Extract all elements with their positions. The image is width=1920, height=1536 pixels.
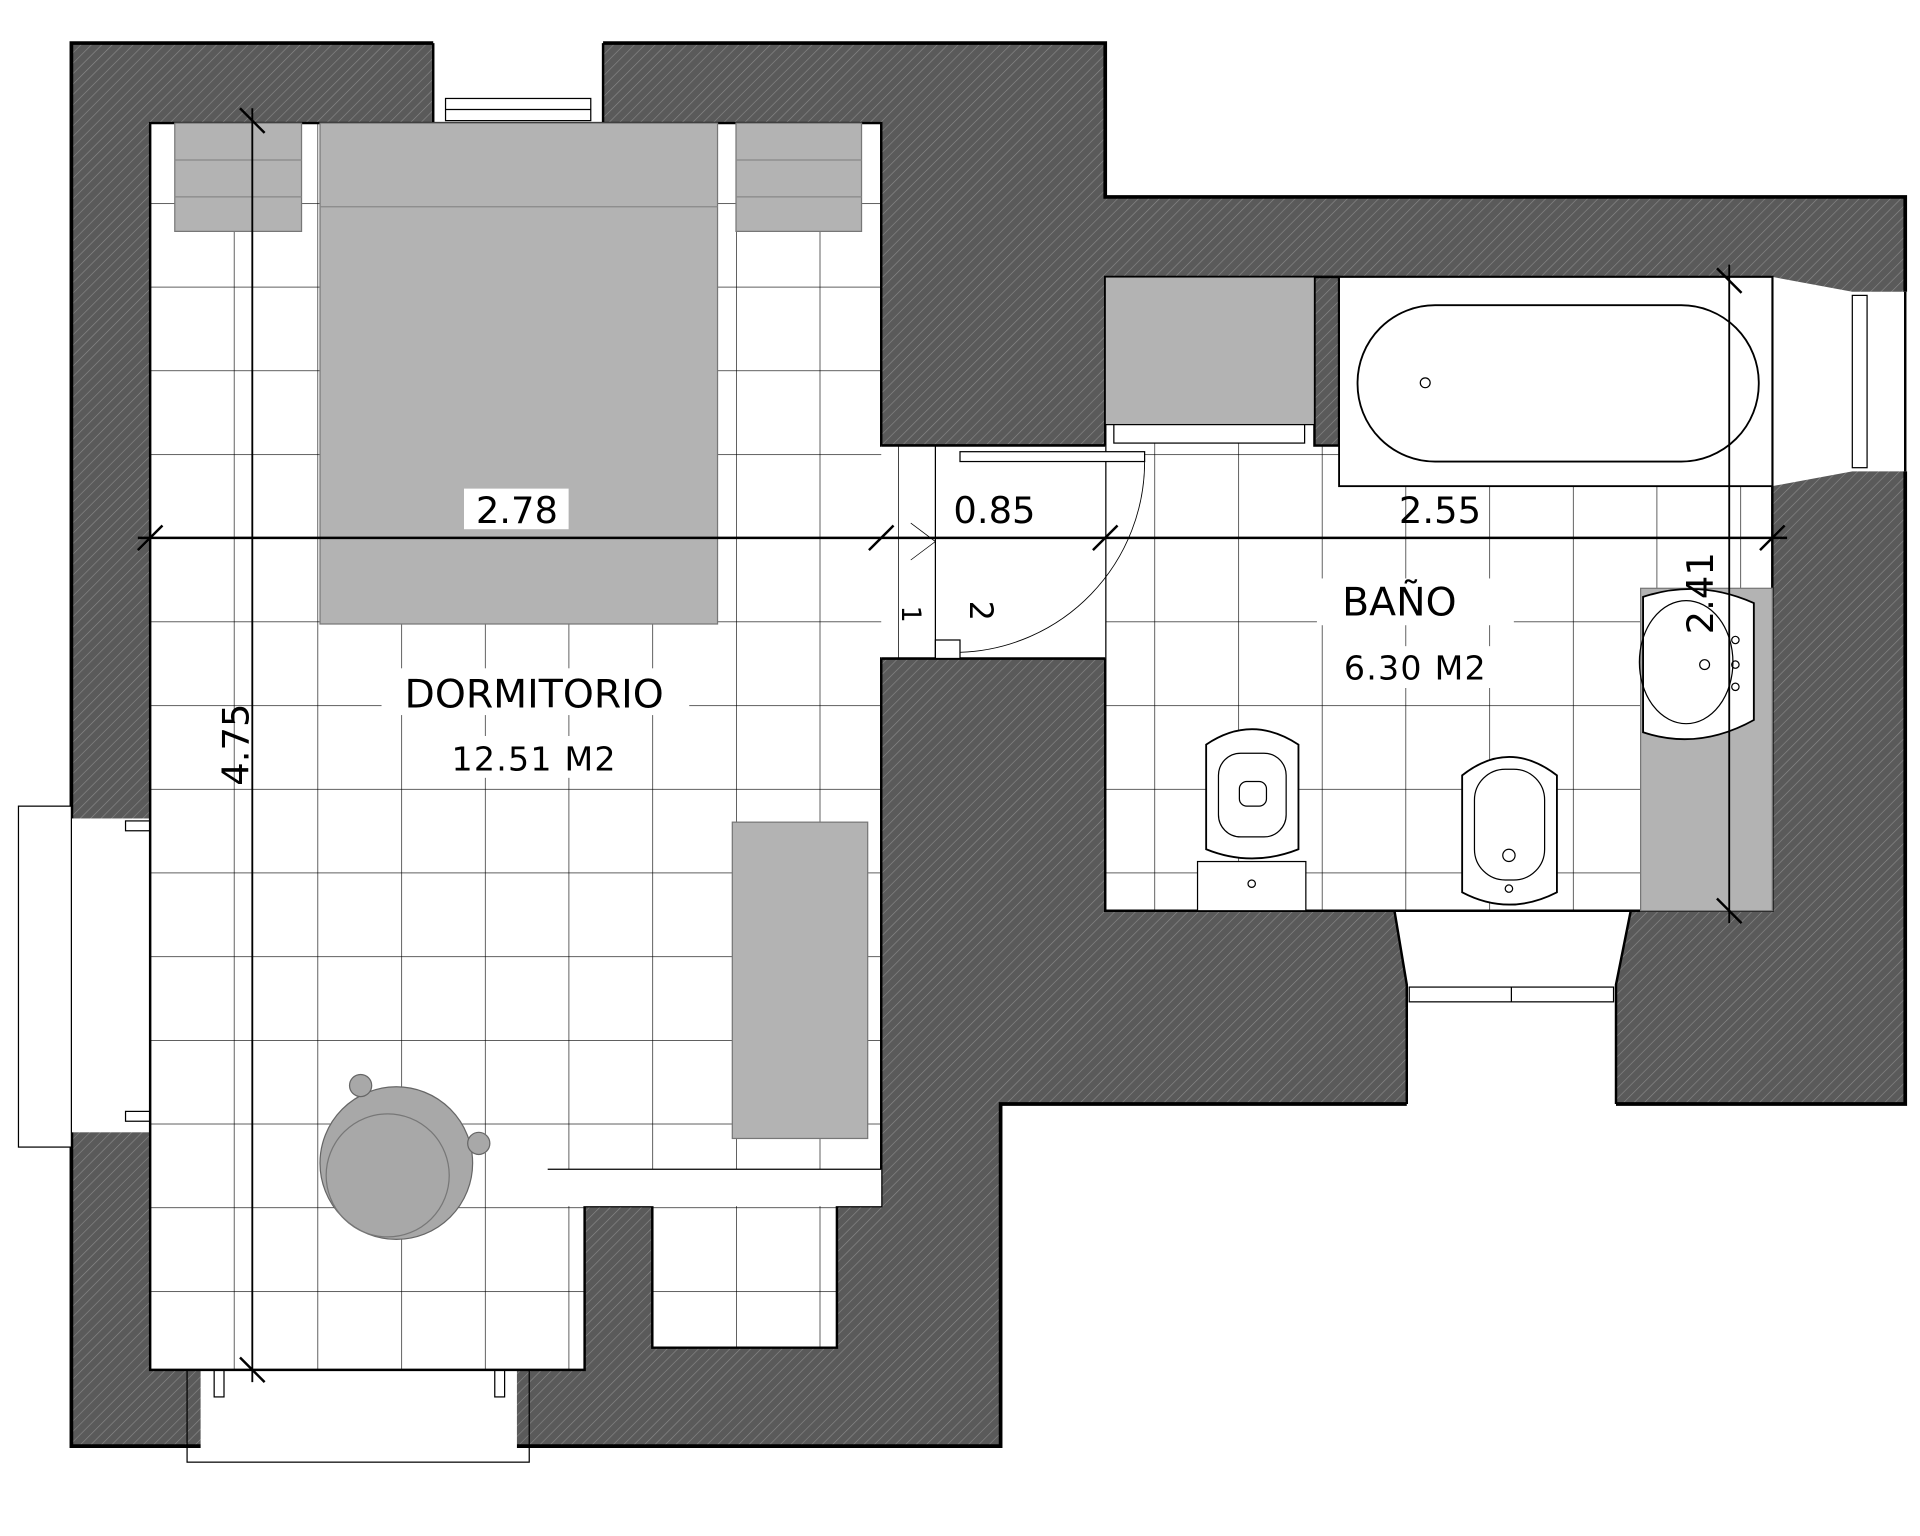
dimension-corridor-width: 0.85 — [953, 489, 1035, 532]
corridor-steps: 1 2 — [895, 445, 1000, 659]
desk — [731, 821, 869, 1140]
bedroom-name: DORMITORIO — [405, 672, 664, 718]
vertical-dimension-bedroom — [239, 107, 266, 1384]
vertical-dimension-bathroom — [1716, 264, 1743, 924]
top-window — [432, 40, 605, 127]
bedroom-area: 12.51 M2 — [451, 739, 616, 778]
dimension-bathroom-depth: 2.41 — [1679, 552, 1722, 634]
bathroom-wall-stub — [1313, 275, 1341, 447]
horizontal-dimension-line — [136, 524, 1788, 552]
bathroom-bottom-window — [1393, 908, 1632, 1107]
bathroom-cabinet — [1104, 276, 1316, 444]
bathroom-area: 6.30 M2 — [1344, 648, 1487, 687]
nightstand-left — [174, 122, 303, 232]
armchair — [319, 1073, 491, 1240]
step-label-2: 2 — [962, 601, 1000, 621]
bidet — [1461, 756, 1558, 906]
bathroom-name: BAÑO — [1342, 578, 1456, 625]
bathroom-door[interactable] — [934, 451, 1146, 660]
right-window — [1772, 276, 1908, 487]
vanity — [1638, 587, 1773, 912]
step-label-1: 1 — [895, 606, 926, 623]
dimension-bathroom-width: 2.55 — [1399, 489, 1481, 532]
bed — [319, 122, 719, 625]
bathtub — [1338, 276, 1774, 488]
bottom-balcony-door[interactable] — [186, 1224, 530, 1463]
dimension-bedroom-depth: 4.75 — [215, 704, 258, 786]
dimension-bedroom-width: 2.78 — [476, 489, 558, 532]
nightstand-right — [735, 122, 863, 232]
toilet — [1196, 728, 1307, 912]
